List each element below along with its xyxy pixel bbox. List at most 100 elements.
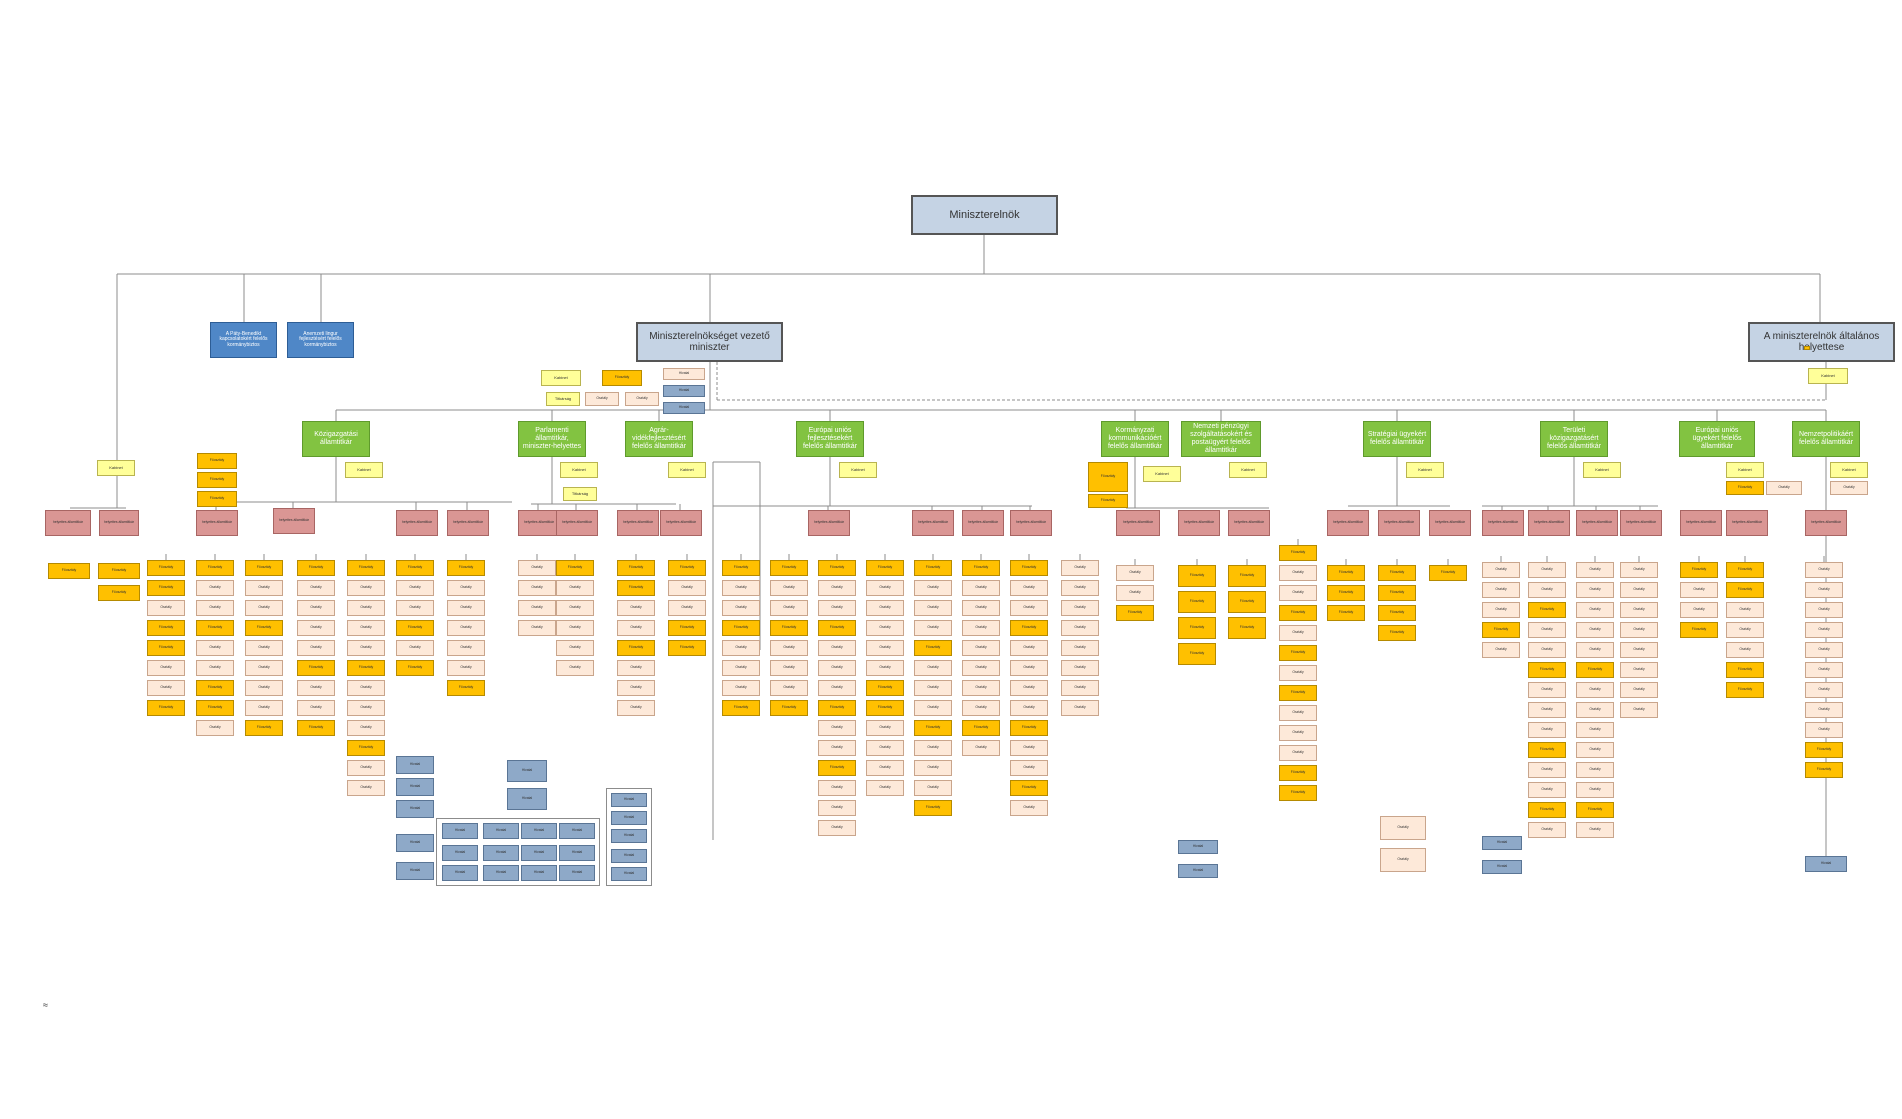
unit-box: Osztály [1620, 602, 1658, 618]
department-box: Főosztály [1279, 765, 1317, 781]
unit-box: Osztály [866, 740, 904, 756]
unit-box: Osztály [1805, 602, 1843, 618]
unit-box: Osztály [396, 640, 434, 656]
unit-box: Osztály [447, 660, 485, 676]
unit-box: Osztály [866, 620, 904, 636]
agency-box: Hivatal [396, 778, 434, 796]
unit-box: Osztály [1279, 725, 1317, 741]
unit-box: Osztály [518, 620, 556, 636]
cabinet-box: Kabinet [97, 460, 135, 476]
unit-box: Osztály [1620, 702, 1658, 718]
unit-box: Osztály [1061, 620, 1099, 636]
department-box: Főosztály [1528, 662, 1566, 678]
unit-box: Osztály [818, 720, 856, 736]
department-box: Főosztály [98, 585, 140, 601]
unit-box: Osztály [396, 600, 434, 616]
department-box: Főosztály [722, 620, 760, 636]
deputy-box: helyettes államtitkár [1680, 510, 1722, 536]
department-box: Főosztály [1528, 602, 1566, 618]
unit-box: Osztály [962, 620, 1000, 636]
cabinet-box: Kabinet [1808, 368, 1848, 384]
unit-box: Osztály [722, 640, 760, 656]
department-box: Főosztály [1279, 645, 1317, 661]
department-box: Főosztály [196, 680, 234, 696]
department-box: Főosztály [962, 560, 1000, 576]
department-box: Főosztály [347, 660, 385, 676]
unit-box: Osztály [617, 620, 655, 636]
unit-box: Osztály [347, 600, 385, 616]
unit-box: Osztály [1620, 642, 1658, 658]
unit-box: Osztály [1726, 602, 1764, 618]
agency-box: Hivatal [483, 845, 519, 861]
unit-box: Osztály [914, 680, 952, 696]
unit-box: Osztály [1528, 682, 1566, 698]
unit-box: Osztály [347, 580, 385, 596]
unit-box: Osztály [914, 660, 952, 676]
department-box: Főosztály [1088, 494, 1128, 508]
department-box: Főosztály [1726, 481, 1764, 495]
deputy-box: helyettes államtitkár [617, 510, 659, 536]
unit-box: Osztály [866, 760, 904, 776]
unit-box: Osztály [347, 640, 385, 656]
unit-box: Osztály [818, 660, 856, 676]
unit-box: Osztály [1279, 705, 1317, 721]
agency-box: Hivatal [559, 865, 595, 881]
department-box: Főosztály [1279, 605, 1317, 621]
department-box: Főosztály [1116, 605, 1154, 621]
department-box: Főosztály [147, 620, 185, 636]
unit-box: Osztály [962, 680, 1000, 696]
department-box: Főosztály [1378, 565, 1416, 581]
agency-box: Hivatal [396, 834, 434, 852]
agency-box: Hivatal [1805, 856, 1847, 872]
deputy-box: helyettes államtitkár [1805, 510, 1847, 536]
cabinet-box: Kabinet [345, 462, 383, 478]
unit-box: Osztály [866, 580, 904, 596]
unit-box: Osztály [617, 660, 655, 676]
unit-box: Osztály [1680, 582, 1718, 598]
unit-box: Osztály [245, 660, 283, 676]
department-box: Főosztály [147, 560, 185, 576]
department-box: Főosztály [1178, 591, 1216, 613]
unit-box: Osztály [556, 600, 594, 616]
department-box: Főosztály [1680, 622, 1718, 638]
department-box: Főosztály [347, 740, 385, 756]
unit-box: Osztály [297, 620, 335, 636]
agency-box: Hivatal [611, 811, 647, 825]
unit-box: Osztály [1528, 762, 1566, 778]
department-box: Főosztály [1805, 762, 1843, 778]
unit-box: Osztály [1620, 562, 1658, 578]
department-box: Főosztály [1726, 682, 1764, 698]
cabinet-box: Kabinet [1583, 462, 1621, 478]
unit-box: Osztály [668, 580, 706, 596]
unit-box: Osztály [1482, 562, 1520, 578]
department-box: Főosztály [914, 640, 952, 656]
department-box: Főosztály [1327, 585, 1365, 601]
deputy-box: helyettes államtitkár [1620, 510, 1662, 536]
cabinet-box: Kabinet [668, 462, 706, 478]
agency-box: Hivatal [521, 823, 557, 839]
unit-box: Osztály [556, 620, 594, 636]
cabinet-box: Kabinet [839, 462, 877, 478]
department-box: Főosztály [818, 560, 856, 576]
unit-box: Osztály [818, 780, 856, 796]
unit-box: Osztály [1116, 565, 1154, 581]
unit-box: Osztály [962, 600, 1000, 616]
unit-box: Osztály [962, 640, 1000, 656]
state-secretary-eu-affairs: Európai uniós ügyekért felelős államtitk… [1679, 421, 1755, 457]
unit-box: Osztály [1576, 602, 1614, 618]
unit-box: Osztály [722, 660, 760, 676]
unit-box: Osztály [1620, 682, 1658, 698]
department-box: Főosztály [914, 720, 952, 736]
unit-box: Osztály [245, 680, 283, 696]
state-secretary-agriculture: Agrár-vidékfejlesztésért felelős államti… [625, 421, 693, 457]
unit-box: Osztály [447, 640, 485, 656]
unit-box: Osztály [722, 580, 760, 596]
unit-box: Osztály [1061, 640, 1099, 656]
unit-box: Osztály [668, 600, 706, 616]
deputy-box: helyettes államtitkár [447, 510, 489, 536]
department-box: Főosztály [770, 700, 808, 716]
department-box: Főosztály [1528, 802, 1566, 818]
unit-box: Osztály [962, 700, 1000, 716]
state-secretary-finance-postal: Nemzeti pénzügyi szolgáltatásokért és po… [1181, 421, 1261, 457]
department-box: Főosztály [617, 640, 655, 656]
